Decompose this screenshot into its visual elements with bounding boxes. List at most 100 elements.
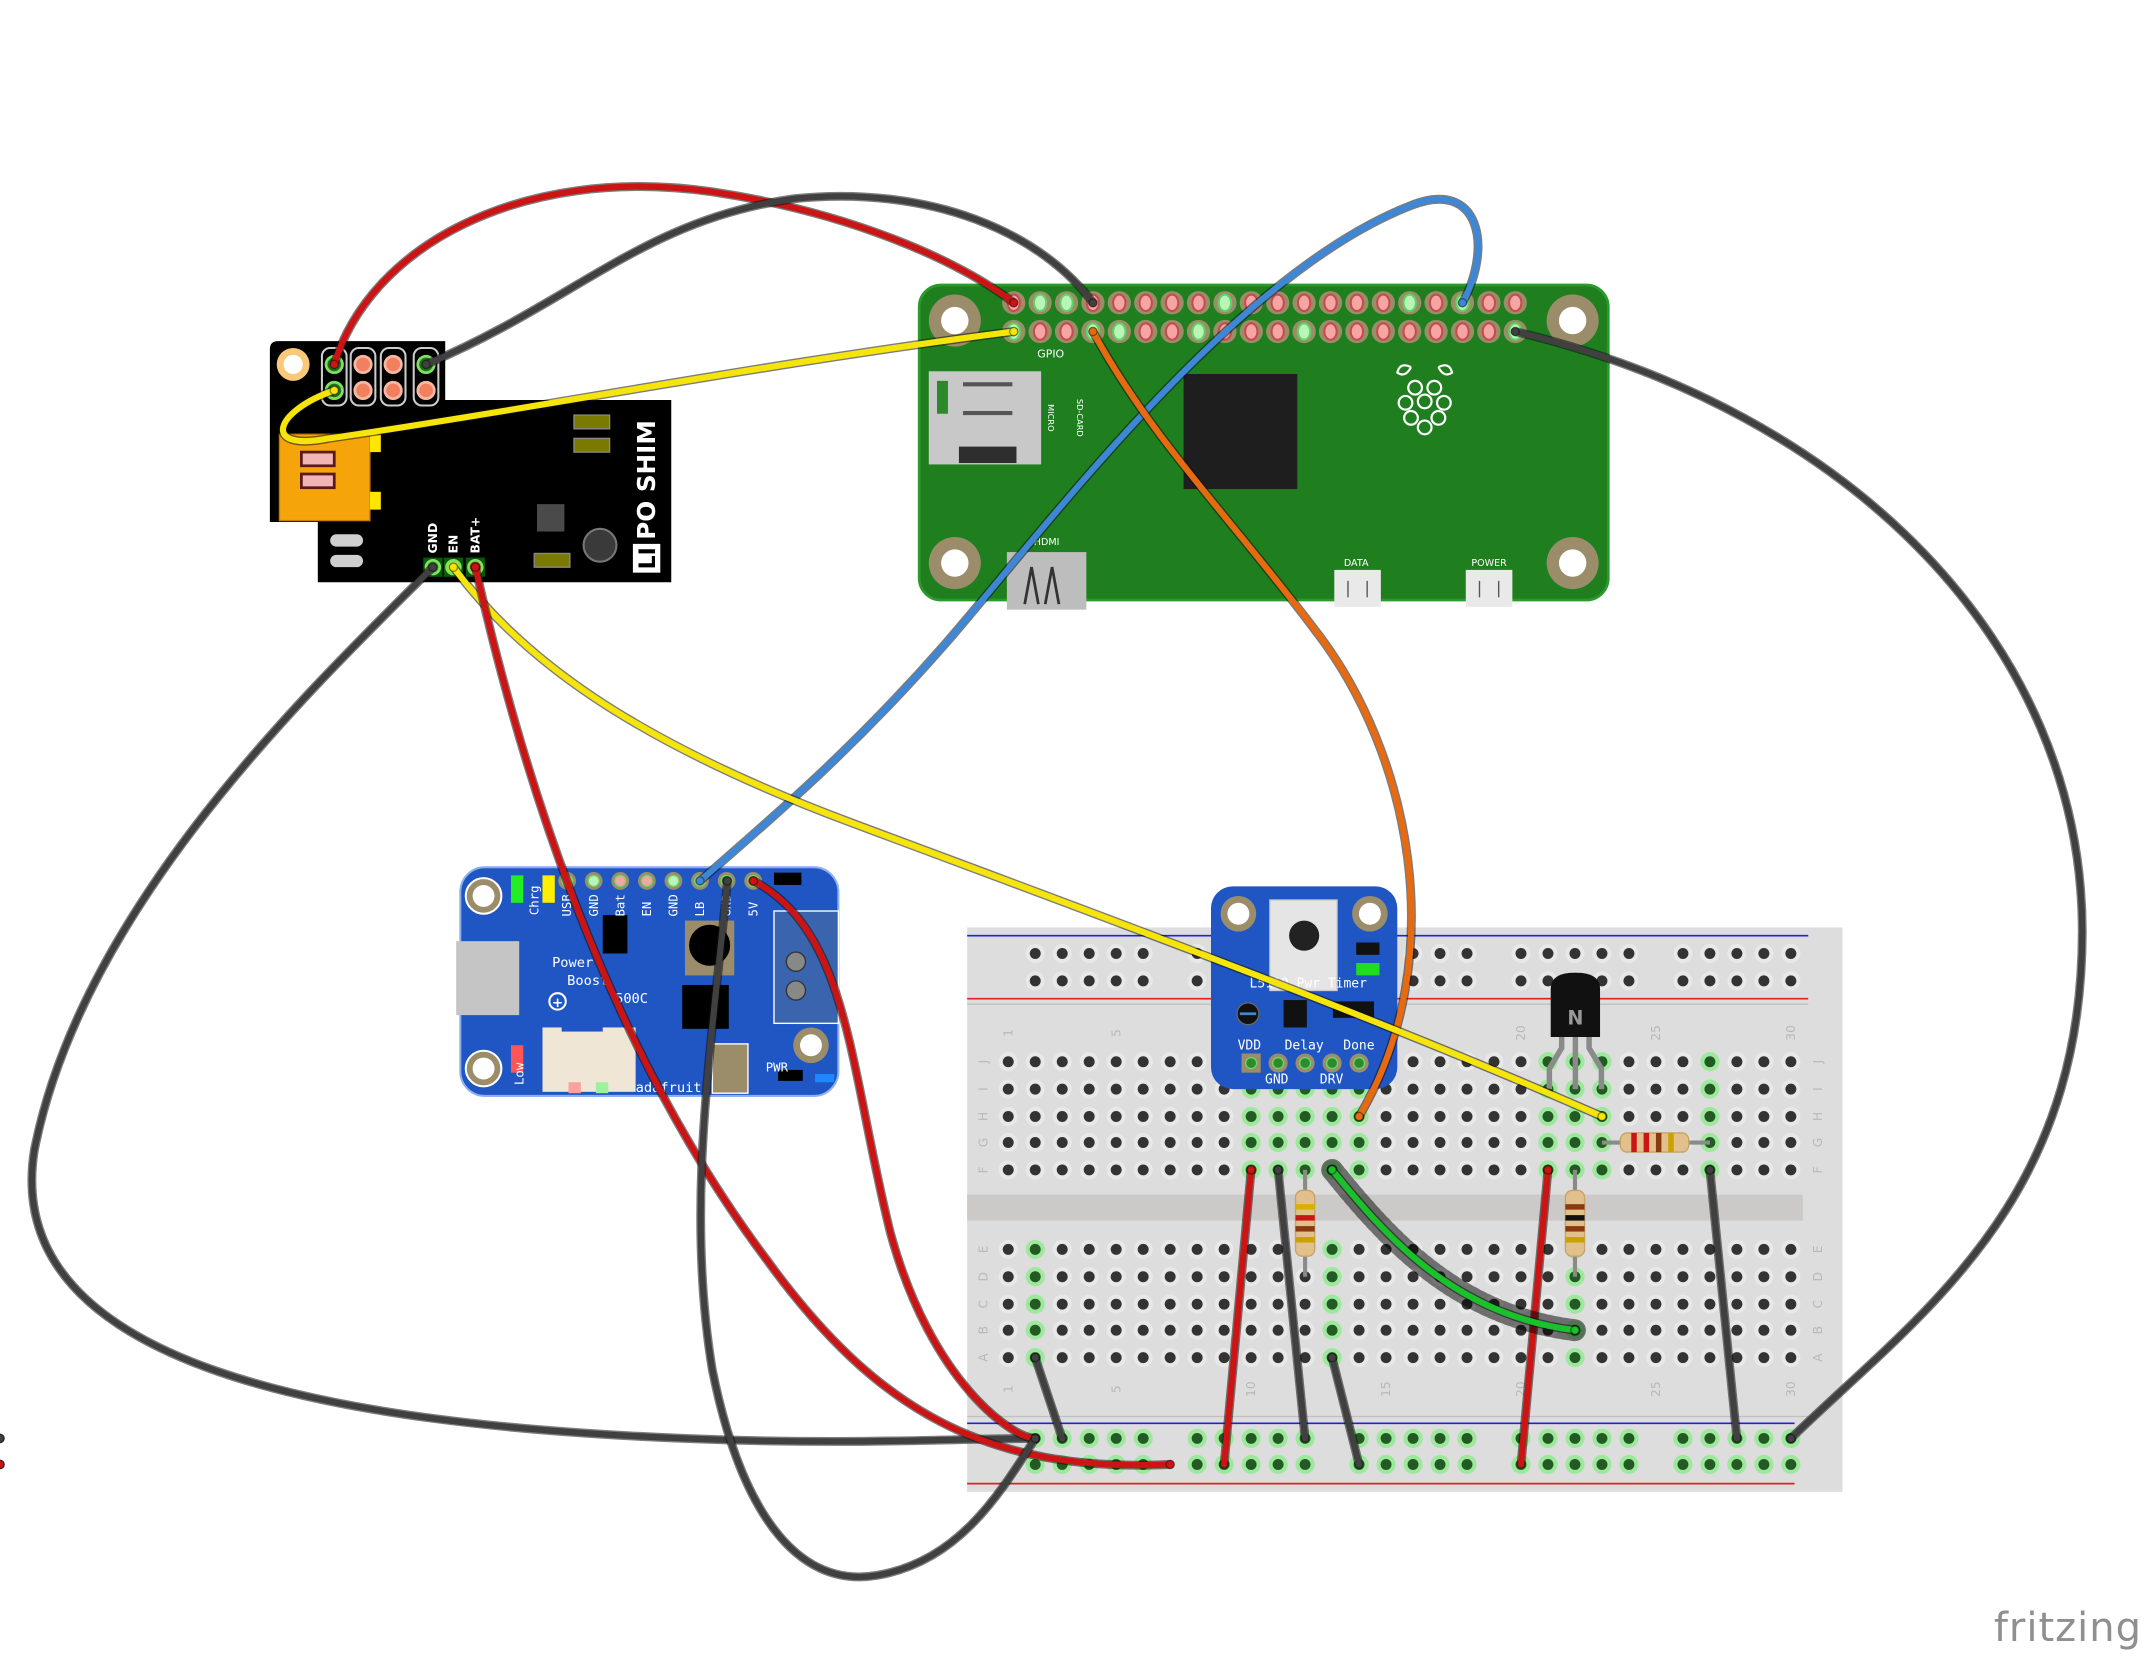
wire-black-gnd-rail[interactable] [1510,326,2087,1444]
terminal-screw[interactable] [785,951,807,972]
wire-orange-done[interactable] [1088,326,1416,1122]
gpio-pin[interactable] [1138,322,1153,341]
wire-end[interactable] [448,562,459,572]
pb-pin-en[interactable] [640,874,654,888]
pb-pin-bat[interactable] [614,874,627,888]
gpio-pin[interactable] [1059,293,1074,313]
gpio-pin[interactable] [1032,293,1048,313]
powerboost-500c[interactable]: Chrg Low + Power Boost 500C adafruit PWR… [456,866,840,1097]
pb-pin-gnd[interactable] [667,874,680,888]
gpio-pin[interactable] [1455,322,1470,341]
timer-button[interactable] [1289,920,1320,951]
timer-pin[interactable] [1271,1056,1285,1070]
lipo-header-pin[interactable] [353,380,373,401]
wire-end[interactable] [1705,1165,1715,1175]
gpio-pin[interactable] [1349,293,1365,313]
gpio-pin[interactable] [1217,293,1233,313]
gpio-pin[interactable] [1428,322,1444,341]
wire-end[interactable] [1030,1352,1041,1363]
gpio-pin[interactable] [1481,322,1497,341]
wire-end[interactable] [722,876,733,886]
wire-blue-lb[interactable] [695,194,1483,886]
jst-connector[interactable] [542,1027,636,1092]
gpio-pin[interactable] [1164,322,1180,341]
usb-data-port[interactable] [1334,569,1381,607]
wire-end[interactable] [1165,1459,1175,1470]
wire-green-selected[interactable] [1321,1158,1586,1342]
usb-power-port[interactable] [1465,569,1513,607]
tpl5110-timer[interactable]: L5110 Pwr Timer VDD Delay Done GND DRV [1210,886,1398,1090]
gpio-pin[interactable] [1112,293,1127,313]
timer-pin[interactable] [1352,1056,1366,1070]
wire-end[interactable] [1510,326,1521,337]
gpio-pin[interactable] [1508,293,1523,313]
gpio-pin[interactable] [1349,322,1365,341]
pb-pin-gnd[interactable] [587,874,600,888]
wire-end[interactable] [748,876,759,886]
wire-end[interactable] [329,359,340,370]
wire-end[interactable] [428,562,438,572]
terminal-screw[interactable] [785,980,807,1001]
gpio-pin[interactable] [1481,293,1497,313]
resistor-r2[interactable] [1564,1169,1586,1277]
gpio-pin[interactable] [1191,293,1206,313]
wire-end[interactable] [1030,1433,1041,1444]
resistor-r3[interactable] [1601,1132,1710,1153]
raspberry-pi-zero[interactable]: GPIO MICRO SD-CARD HDMI DATA POWER [917,283,1610,610]
timer-header[interactable] [1241,1053,1369,1073]
lipo-header-pin[interactable] [353,354,373,375]
wire-end[interactable] [1008,326,1019,337]
wire-end[interactable] [1008,297,1019,308]
wire-end[interactable] [0,1433,5,1444]
wire-end[interactable] [329,385,340,396]
gpio-pin[interactable] [1323,322,1338,341]
gpio-pin[interactable] [1428,293,1444,313]
gpio-pin[interactable] [1376,322,1391,341]
gpio-pin[interactable] [1059,322,1074,341]
timer-pin[interactable] [1244,1056,1258,1070]
wire-end[interactable] [421,359,431,370]
wire-end[interactable] [1088,326,1098,337]
lipo-shim[interactable]: LI PO SHIM GND EN BAT+ [269,341,672,583]
gpio-pin[interactable] [1270,293,1285,313]
lipo-header-pin[interactable] [416,380,436,401]
gpio-pin[interactable] [1402,322,1417,341]
wire-end[interactable] [0,1459,5,1470]
wire-end[interactable] [1597,1111,1607,1122]
gpio-pin[interactable] [1191,322,1206,341]
gpio-pin[interactable] [1244,322,1259,341]
lipo-header-pin[interactable] [383,354,403,375]
timer-pin[interactable] [1325,1056,1339,1070]
wire-end[interactable] [470,562,481,572]
wire-red-5v-pi[interactable] [329,182,1019,370]
wire-end[interactable] [1457,297,1468,308]
wire-end[interactable] [1543,1165,1553,1175]
wire-end[interactable] [1246,1165,1256,1175]
wire-end[interactable] [695,876,705,886]
wire-end[interactable] [1354,1111,1364,1122]
npn-transistor[interactable]: N [1546,972,1605,1090]
gpio-pin[interactable] [1112,322,1127,341]
jumper-black-f27[interactable] [0,1165,1742,1444]
gpio-pin[interactable] [1402,293,1417,313]
resistor-r1[interactable] [1294,1169,1316,1277]
lipo-button[interactable] [582,527,618,563]
gpio-header[interactable] [1002,291,1527,344]
wire-end[interactable] [1786,1433,1796,1444]
wire-yellow-en[interactable] [448,562,1607,1122]
gpio-pin[interactable] [1270,322,1285,341]
usb-port[interactable] [456,941,520,1016]
gpio-pin[interactable] [1296,322,1312,341]
gpio-pin[interactable] [1138,293,1153,313]
jst-connector[interactable] [278,433,381,522]
wire-end[interactable] [1327,1352,1337,1363]
wire-end[interactable] [1327,1165,1337,1175]
gpio-pin[interactable] [1296,293,1312,313]
wire-end[interactable] [1273,1165,1283,1175]
lipo-header-pin[interactable] [383,380,403,401]
wire-yellow-header[interactable] [278,326,1019,446]
wire-end[interactable] [1570,1325,1580,1335]
wire-end[interactable] [1088,297,1098,308]
gpio-pin[interactable] [1164,293,1180,313]
gpio-pin[interactable] [1376,293,1391,313]
